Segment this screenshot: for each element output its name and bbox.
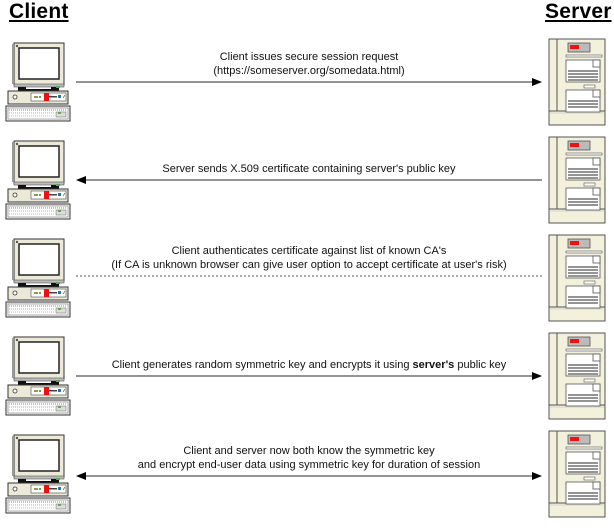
- step-message-line: Client and server now both know the symm…: [183, 445, 435, 457]
- step-message-suffix: public key: [454, 359, 507, 371]
- step-message-line: and encrypt end-user data using symmetri…: [137, 459, 481, 471]
- emphasis: server's: [412, 359, 455, 371]
- handshake-step-3: Client authenticates certificate against…: [0, 234, 614, 336]
- step-message: Client and server now both know the symm…: [76, 444, 542, 472]
- server-header: Server: [545, 0, 612, 23]
- server-tower-icon: [548, 332, 606, 420]
- step-message: Client issues secure session request (htt…: [76, 50, 542, 78]
- step-message-line: Client generates random symmetric key an…: [111, 359, 507, 371]
- desktop-computer-icon: [5, 434, 71, 514]
- server-tower-icon: [548, 430, 606, 518]
- arrowhead-left-icon: [76, 176, 86, 184]
- step-message-line: Client authenticates certificate against…: [171, 245, 447, 257]
- server-tower-icon: [548, 38, 606, 126]
- step-message-line: (If CA is unknown browser can give user …: [111, 259, 507, 271]
- handshake-step-4: Client generates random symmetric key an…: [0, 332, 614, 434]
- step-message: Client authenticates certificate against…: [76, 244, 542, 272]
- arrowhead-left-icon: [76, 472, 86, 480]
- handshake-step-2: Server sends X.509 certificate containin…: [0, 136, 614, 238]
- server-tower-icon: [548, 136, 606, 224]
- arrowhead-right-icon: [532, 372, 542, 380]
- step-message-line: (https://someserver.org/somedata.html): [213, 65, 405, 77]
- handshake-step-5: Client and server now both know the symm…: [0, 430, 614, 532]
- dotted-separator: [76, 275, 542, 277]
- step-message-line: Server sends X.509 certificate containin…: [162, 163, 456, 175]
- handshake-step-1: Client issues secure session request (htt…: [0, 38, 614, 140]
- step-message-line: Client issues secure session request: [219, 51, 399, 63]
- arrowhead-right-icon: [532, 472, 542, 480]
- message-arrow: [76, 472, 542, 480]
- arrowhead-right-icon: [532, 78, 542, 86]
- message-arrow: [76, 176, 542, 184]
- server-tower-icon: [548, 234, 606, 322]
- message-arrow: [76, 78, 542, 86]
- message-arrow: [76, 372, 542, 380]
- client-header: Client: [9, 0, 69, 23]
- step-message: Client generates random symmetric key an…: [76, 358, 542, 372]
- desktop-computer-icon: [5, 336, 71, 416]
- desktop-computer-icon: [5, 42, 71, 122]
- desktop-computer-icon: [5, 140, 71, 220]
- step-message: Server sends X.509 certificate containin…: [76, 162, 542, 176]
- desktop-computer-icon: [5, 238, 71, 318]
